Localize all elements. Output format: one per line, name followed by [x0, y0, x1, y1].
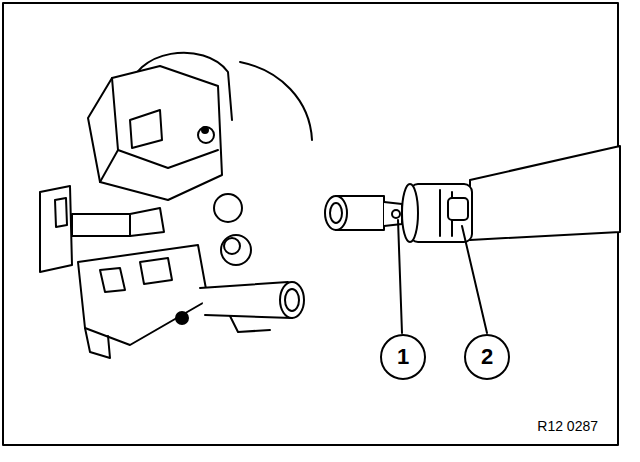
crimping-tool — [40, 53, 304, 358]
leader-line — [398, 220, 402, 333]
cable-contact — [325, 196, 402, 230]
tool-outline — [240, 62, 312, 140]
cable — [402, 146, 620, 242]
leader-line — [462, 226, 487, 333]
figure-code: R12 0287 — [535, 418, 600, 434]
callout-circle: 2 — [464, 334, 510, 380]
callout-number: 2 — [481, 346, 493, 368]
callout-circle: 1 — [380, 334, 426, 380]
callout-number: 1 — [397, 346, 409, 368]
